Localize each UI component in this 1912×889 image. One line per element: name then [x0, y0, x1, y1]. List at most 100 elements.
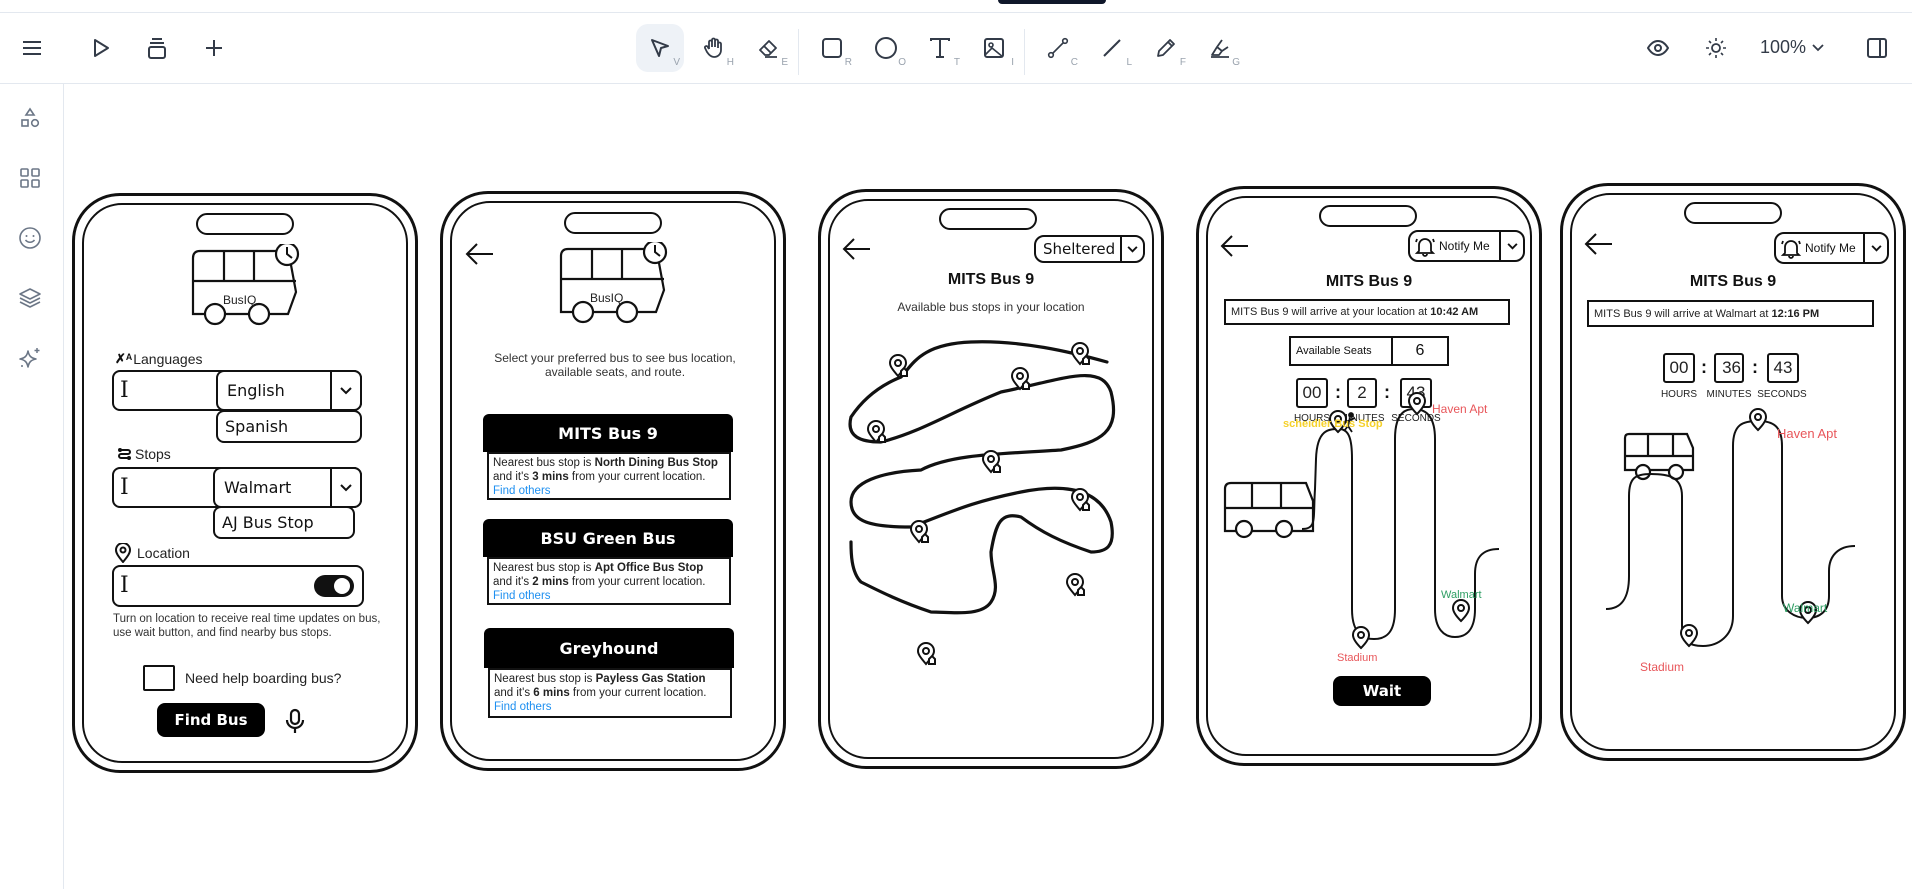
screen-title: MITS Bus 9 [1325, 273, 1413, 290]
stop-option-aj[interactable]: AJ Bus Stop [213, 506, 355, 539]
pencil-icon [1157, 39, 1175, 57]
find-others-link[interactable]: Find others [493, 485, 551, 497]
stop-filter-select[interactable]: Sheltered [1034, 235, 1145, 263]
microphone-icon[interactable] [285, 708, 305, 734]
sidebar-item-icons[interactable] [14, 222, 46, 254]
arrival-time: 12:16 PM [1771, 307, 1820, 320]
eraser-tool[interactable]: E [744, 24, 792, 72]
text-tool[interactable]: T [916, 24, 964, 72]
stop-label-haven-apt: Haven Apt [1432, 402, 1488, 416]
help-boarding-label: Need help boarding bus? [185, 670, 342, 686]
button-label: Find Bus [174, 711, 248, 729]
sidebar-item-layers[interactable] [14, 282, 46, 314]
stop-selected: Walmart [224, 478, 292, 497]
bus-card[interactable]: MITS Bus 9 Nearest bus stop is North Din… [483, 414, 733, 500]
language-select[interactable]: English [216, 370, 362, 411]
back-arrow-icon[interactable] [1220, 234, 1250, 258]
text: and it's [493, 576, 533, 588]
hand-tool[interactable]: H [690, 24, 738, 72]
time-separator: : [1335, 382, 1341, 402]
back-arrow-icon[interactable] [465, 242, 495, 266]
connector-tool[interactable]: C [1034, 24, 1082, 72]
phone-screen-setup: BusIQ ✗ᴬ Languages I English Spanish Sto… [72, 193, 418, 773]
frames-button[interactable] [133, 24, 181, 72]
stop-label-walmart: Walmart [1783, 601, 1828, 615]
highlighter-icon [1211, 39, 1229, 58]
rectangle-tool[interactable]: R [808, 24, 856, 72]
stop-dropdown-toggle[interactable] [330, 469, 360, 506]
highlighter-tool[interactable]: G [1196, 24, 1244, 72]
seconds-label: SECONDS [1757, 389, 1807, 400]
find-others-link[interactable]: Find others [494, 701, 552, 713]
filter-dropdown-toggle[interactable] [1120, 237, 1143, 261]
toggle-knob [334, 578, 350, 594]
toggle-panel-button[interactable] [1853, 24, 1901, 72]
translate-icon: ✗ᴬ [115, 351, 133, 366]
stop-pin-icons [1328, 392, 1471, 650]
bus-card[interactable]: BSU Green Bus Nearest bus stop is Apt Of… [483, 519, 733, 605]
hours-label: HOURS [1293, 413, 1331, 424]
phone-notch [1319, 205, 1417, 227]
phone-notch [564, 212, 662, 234]
help-boarding-checkbox[interactable] [143, 665, 175, 691]
language-option-spanish[interactable]: Spanish [216, 410, 362, 443]
canvas[interactable]: BusIQ ✗ᴬ Languages I English Spanish Sto… [65, 85, 1912, 889]
stop-label-stadium: Stadium [1640, 660, 1685, 674]
language-dropdown-toggle[interactable] [330, 372, 360, 409]
image-tool[interactable]: I [970, 24, 1018, 72]
location-toggle[interactable] [314, 575, 354, 597]
pencil-tool[interactable]: F [1142, 24, 1190, 72]
phone-inner-frame [82, 203, 408, 763]
text-icon [930, 38, 950, 58]
bus-card-body: Nearest bus stop is North Dining Bus Sto… [487, 452, 731, 500]
text: from your current location. [568, 576, 706, 588]
top-strip [0, 0, 1912, 13]
notify-dropdown-toggle[interactable] [1499, 232, 1523, 260]
zoom-level-select[interactable]: 100% [1760, 37, 1824, 58]
arrival-banner: MITS Bus 9 will arrive at Walmart at 12:… [1587, 300, 1874, 327]
line-tool[interactable]: L [1088, 24, 1136, 72]
preview-button[interactable] [1634, 24, 1682, 72]
line-icon [1103, 39, 1121, 57]
screen-title: MITS Bus 9 [1689, 273, 1777, 290]
bus-icon [1623, 432, 1695, 481]
plus-icon [206, 40, 222, 56]
seconds-label: SECONDS [1391, 413, 1441, 424]
hours-label: HOURS [1660, 389, 1698, 400]
phone-notch [939, 208, 1037, 230]
menu-button[interactable] [8, 24, 56, 72]
stop-label-haven-apt: Haven Apt [1777, 426, 1837, 441]
route-map[interactable] [821, 192, 1167, 772]
phone-notch [196, 213, 294, 235]
chevron-down-icon [1127, 245, 1138, 253]
bus-card-body: Nearest bus stop is Payless Gas Station … [488, 668, 732, 718]
notify-me-select[interactable]: Notify Me [1774, 232, 1889, 264]
shortcut-key: E [781, 57, 788, 68]
ellipse-tool[interactable]: O [862, 24, 910, 72]
notify-me-select[interactable]: Notify Me [1408, 230, 1525, 262]
phone-notch [1684, 202, 1782, 224]
notify-dropdown-toggle[interactable] [1863, 234, 1887, 262]
theme-button[interactable] [1692, 24, 1740, 72]
sidebar-item-shapes[interactable] [14, 102, 46, 134]
sidebar-item-components[interactable] [14, 162, 46, 194]
back-arrow-icon[interactable] [1584, 232, 1614, 256]
find-bus-button[interactable]: Find Bus [157, 703, 265, 737]
present-button[interactable] [77, 24, 125, 72]
shortcut-key: L [1126, 57, 1132, 68]
find-others-link[interactable]: Find others [493, 590, 551, 602]
back-arrow-icon[interactable] [842, 237, 872, 261]
select-tool[interactable]: V [636, 24, 684, 72]
bus-card[interactable]: Greyhound Nearest bus stop is Payless Ga… [484, 628, 734, 718]
bus-stop-pin-icon [916, 642, 936, 666]
text-cursor-icon: I [120, 573, 129, 598]
stop-pin-icons [1679, 408, 1818, 648]
location-input[interactable]: I [112, 565, 364, 607]
sidebar-item-ai[interactable] [14, 342, 46, 374]
panel-icon [1867, 38, 1887, 58]
add-button[interactable] [190, 24, 238, 72]
stop-select[interactable]: Walmart [213, 467, 362, 508]
shortcut-key: F [1179, 57, 1186, 68]
phone-inner-frame [1570, 193, 1896, 751]
wait-button[interactable]: Wait [1333, 676, 1431, 706]
